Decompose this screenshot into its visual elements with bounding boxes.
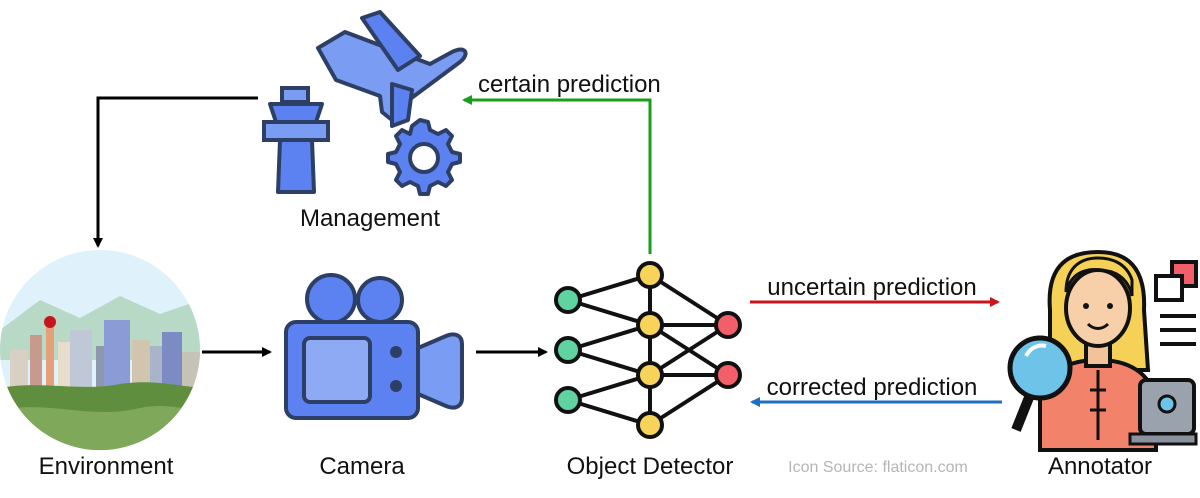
neural-network-icon — [554, 261, 742, 439]
management-label: Management — [300, 205, 440, 232]
uncertain-prediction-label: uncertain prediction — [767, 274, 976, 301]
annotator-label: Annotator — [1048, 453, 1152, 480]
certain-prediction-label: certain prediction — [478, 71, 661, 98]
city-icon — [0, 250, 200, 450]
management-to-environment-arrow — [93, 96, 258, 248]
detector-label: Object Detector — [567, 453, 734, 480]
environment-label: Environment — [39, 453, 174, 480]
airplane-icon — [316, 10, 468, 128]
icon-source-credit: Icon Source: flaticon.com — [788, 459, 968, 476]
certain-prediction-arrow — [462, 95, 652, 254]
control-tower-icon — [262, 86, 330, 194]
corrected-prediction-label: corrected prediction — [767, 374, 978, 401]
annotator-icon — [1007, 249, 1198, 452]
video-camera-icon — [284, 273, 464, 420]
gear-icon — [386, 118, 462, 196]
camera-label: Camera — [319, 453, 405, 480]
